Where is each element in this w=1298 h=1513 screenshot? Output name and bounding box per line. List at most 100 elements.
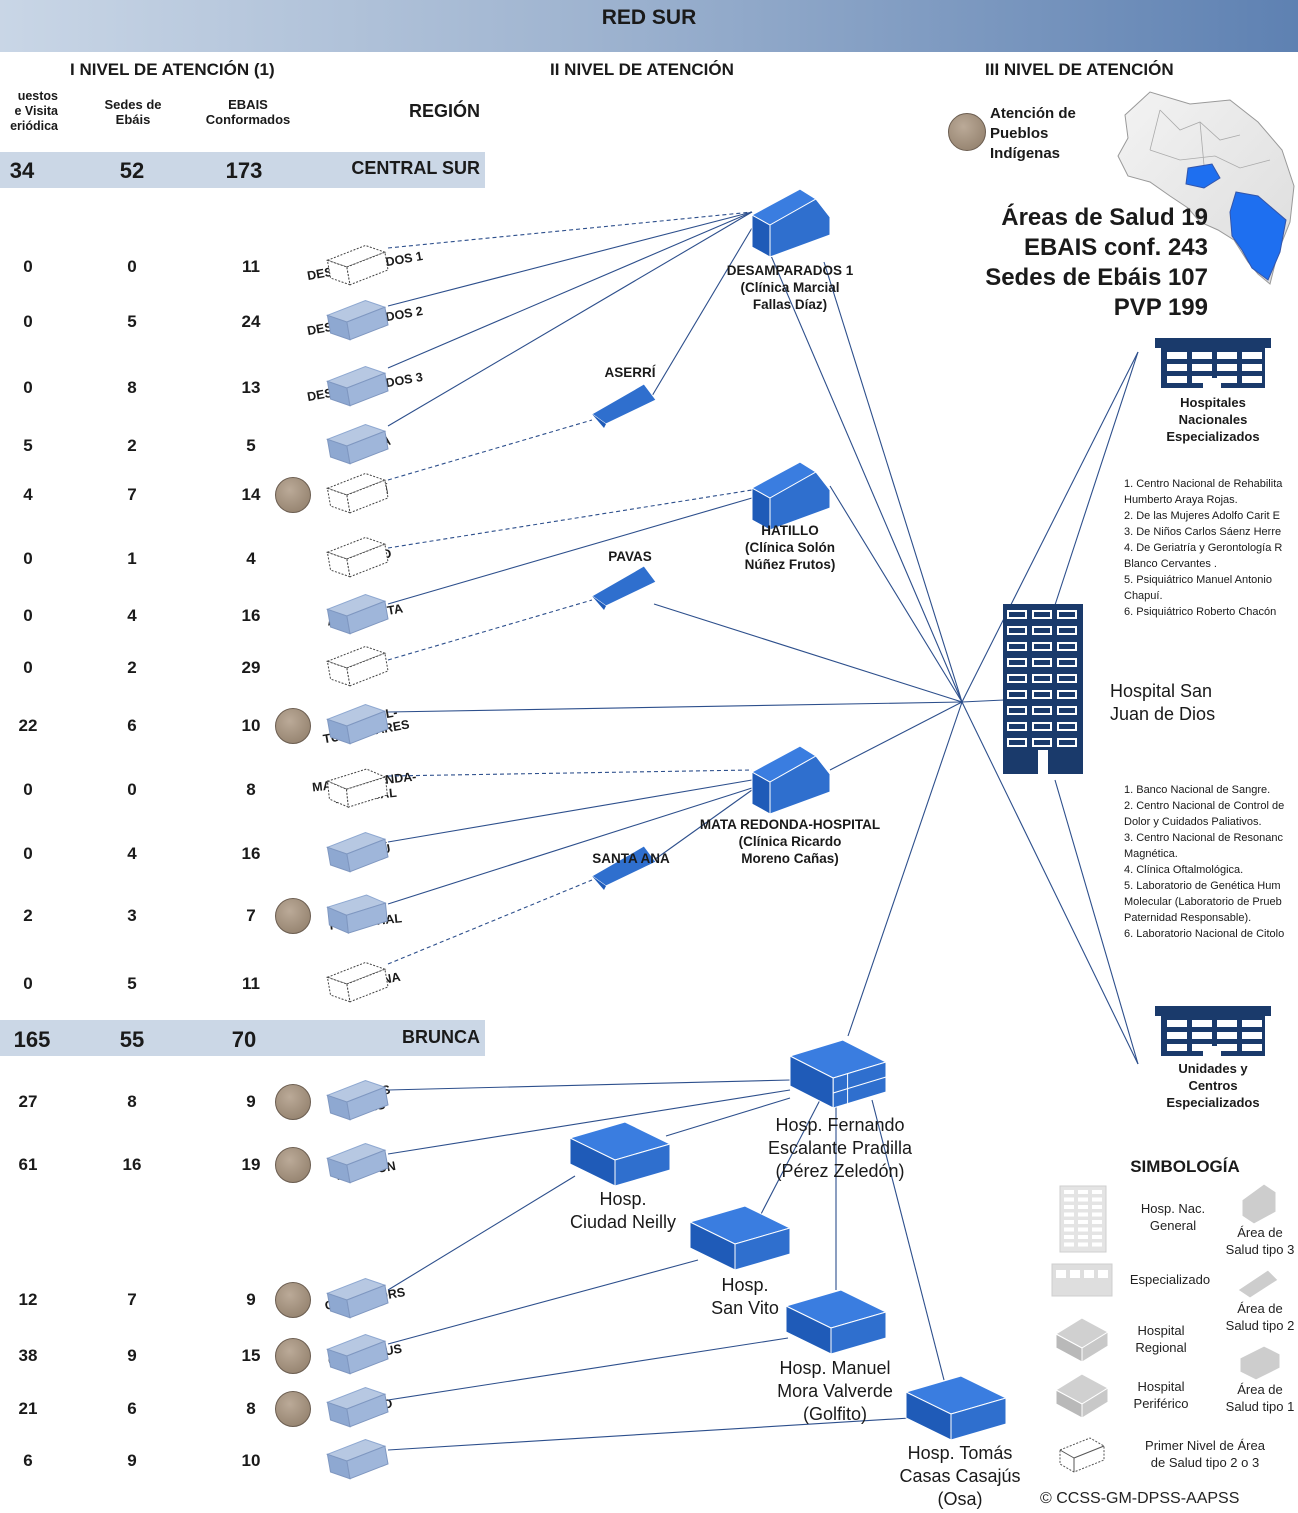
indigenous-legend-label: Atención de Pueblos Indígenas — [990, 105, 1076, 162]
area-ebais: 19 — [241, 1155, 261, 1174]
level-1-heading: I NIVEL DE ATENCIÓN (1) — [70, 60, 275, 79]
national-list-item: 1. Centro Nacional de Rehabilita — [1124, 478, 1283, 490]
tower-window-inner — [1034, 724, 1050, 729]
legend-reg-r — [1081, 1331, 1109, 1363]
connection-line — [653, 603, 963, 703]
units-list-item: Paternidad Responsable). — [1124, 912, 1252, 924]
national-list-item: Chapuí. — [1124, 590, 1163, 602]
block-right — [734, 1227, 791, 1271]
legend-hosp-nac-label: Hosp. Nac. General — [1140, 1201, 1206, 1233]
legend-area3-label: Área de Salud tipo 3 — [1225, 1225, 1295, 1257]
tower-window-inner — [1009, 628, 1025, 633]
connection-line — [387, 769, 753, 777]
area-sedes: 16 — [122, 1155, 142, 1174]
legend-tower-window — [1092, 1227, 1102, 1232]
legend-spec-window — [1098, 1270, 1108, 1278]
area-puestos: 38 — [18, 1346, 38, 1365]
tower-window-inner — [1059, 660, 1075, 665]
indigenous-icon — [275, 1084, 311, 1120]
connection-line — [1054, 351, 1139, 606]
spec-window — [1242, 1020, 1262, 1027]
wedge-top — [591, 383, 657, 425]
units-list-item: 6. Laboratorio Nacional de Citolo — [1124, 928, 1285, 940]
legend-tower-window — [1064, 1242, 1074, 1247]
spec-window — [1167, 1044, 1187, 1051]
spec-roof — [1155, 1006, 1271, 1016]
area-icon-front — [346, 1445, 389, 1480]
legend-tower — [1059, 1185, 1107, 1253]
area-sedes: 1 — [127, 549, 137, 568]
area-icon — [325, 703, 389, 745]
block-right — [830, 1311, 887, 1355]
tower-window-inner — [1059, 724, 1075, 729]
legend-tower-window — [1078, 1205, 1088, 1209]
legend-tower-window — [1092, 1242, 1102, 1247]
legend-periferico-icon — [1054, 1373, 1110, 1419]
area-sedes: 8 — [127, 1092, 137, 1111]
area-puestos: 6 — [23, 1451, 33, 1470]
area-puestos: 27 — [18, 1092, 38, 1111]
costa-rica-map — [1117, 91, 1295, 285]
legend-tower-window — [1092, 1205, 1102, 1209]
wedge-side — [592, 596, 606, 610]
area-puestos: 0 — [23, 844, 33, 863]
area-puestos: 0 — [23, 658, 33, 677]
area-puestos: 0 — [23, 780, 33, 799]
area-icon — [325, 645, 389, 687]
area-ebais: 8 — [246, 1399, 256, 1418]
house-front — [769, 755, 831, 815]
area-icon-front — [346, 251, 389, 286]
pavas-label: PAVAS — [608, 549, 652, 564]
spec-window — [1217, 376, 1237, 383]
area-icon — [325, 472, 389, 514]
spec-window — [1242, 364, 1262, 371]
legend-spec-window — [1084, 1270, 1094, 1278]
legend-a3 — [1241, 1183, 1277, 1225]
hospital-neilly-label: Hosp. Ciudad Neilly — [569, 1189, 677, 1232]
area-ebais: 10 — [241, 1451, 261, 1470]
connection-line — [387, 1175, 576, 1291]
band-region-name: CENTRAL SUR — [351, 158, 480, 178]
connection-line — [653, 789, 753, 861]
tower-window-inner — [1009, 740, 1025, 745]
spec-window — [1242, 1044, 1262, 1051]
band-value-ebais: 173 — [225, 158, 263, 183]
spec-roof — [1155, 338, 1271, 348]
legend-area2-label: Área de Salud tipo 2 — [1225, 1301, 1295, 1333]
legend-especializado-label: Especializado — [1129, 1272, 1211, 1287]
tower-window-inner — [1034, 692, 1050, 697]
area-icon-front — [346, 710, 389, 745]
tower-window-inner — [1059, 676, 1075, 681]
hospital-golfito-label: Hosp. Manuel Mora Valverde (Golfito) — [777, 1358, 893, 1424]
legend-tower-window — [1078, 1227, 1088, 1232]
area-puestos: 12 — [18, 1290, 38, 1309]
area-ebais: 8 — [246, 780, 256, 799]
tower-window-inner — [1034, 628, 1050, 633]
indigenous-icon — [275, 1282, 311, 1318]
area-sedes: 7 — [127, 1290, 137, 1309]
aserri-label: ASERRÍ — [604, 365, 656, 380]
hospital-fernando-icon — [788, 1039, 888, 1109]
hatillo-clinic-label: HATILLO (Clínica Solón Núñez Frutos) — [744, 523, 836, 572]
band-value-sedes: 55 — [119, 1027, 145, 1052]
spec-window — [1217, 364, 1237, 371]
tower-window-inner — [1009, 708, 1025, 713]
map-brunca — [1229, 191, 1287, 281]
indigenous-icon — [275, 898, 311, 934]
units-list-item: Molecular (Laboratorio de Prueb — [1124, 896, 1282, 908]
area-ebais: 16 — [241, 606, 261, 625]
area-icon-front — [346, 968, 389, 1003]
area-icon-front — [346, 1393, 389, 1428]
connection-line — [387, 497, 753, 605]
legend-primer-nivel-icon — [1059, 1437, 1105, 1473]
connection-line — [387, 787, 753, 905]
national-list-item: 5. Psiquiátrico Manuel Antonio — [1124, 574, 1272, 586]
tower-window-inner — [1009, 676, 1025, 681]
legend-tower-window — [1078, 1242, 1088, 1247]
legend-tower-window — [1064, 1190, 1074, 1194]
national-list-item: 3. De Niños Carlos Sáenz Herre — [1124, 526, 1282, 538]
area-icon-front — [346, 543, 389, 578]
area-ebais: 15 — [241, 1346, 261, 1365]
area-icon — [325, 299, 389, 341]
